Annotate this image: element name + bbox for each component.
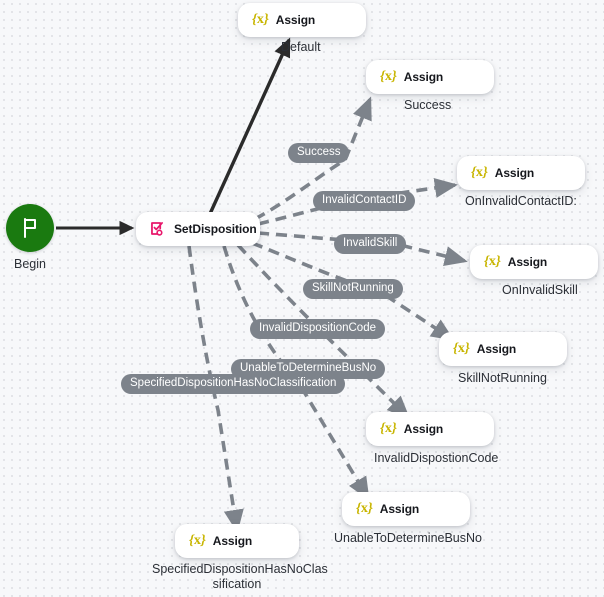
- edge-label-specifieddispositionhasnoclassification[interactable]: SpecifiedDispositionHasNoClassification: [121, 374, 346, 394]
- flag-icon: [24, 218, 36, 238]
- variable-assign-icon: {x}: [252, 12, 269, 27]
- edge-label-invalidskill[interactable]: InvalidSkill: [334, 234, 407, 254]
- node-assign-skillnotrunning-label: Assign: [476, 342, 517, 356]
- edge-label-skillnotrunning[interactable]: SkillNotRunning: [303, 279, 403, 299]
- node-assign-skillnotrunning[interactable]: {x} Assign: [439, 332, 567, 366]
- caption-invalidskill: OnInvalidSkill: [502, 283, 578, 297]
- variable-assign-icon: {x}: [189, 533, 206, 548]
- node-assign-default-label: Assign: [275, 13, 316, 27]
- variable-assign-icon: {x}: [380, 421, 397, 436]
- node-assign-invalidskill[interactable]: {x} Assign: [470, 245, 598, 279]
- edge-label-invaliddispositioncode[interactable]: InvalidDispositionCode: [250, 319, 385, 339]
- edge-default: [207, 37, 291, 217]
- node-assign-invaliddispositioncode-label: Assign: [403, 422, 444, 436]
- edge-label-invalidcontactid[interactable]: InvalidContactID: [313, 191, 416, 211]
- variable-assign-icon: {x}: [484, 254, 501, 269]
- node-assign-default[interactable]: {x} Assign: [238, 3, 366, 37]
- node-assign-invalidcontactid-label: Assign: [494, 166, 535, 180]
- caption-specifieddispositionhasnoclassification: SpecifiedDispositionHasNoClas sification: [152, 562, 328, 591]
- caption-invalidcontactid: OnInvalidContactID:: [465, 194, 577, 208]
- variable-assign-icon: {x}: [356, 501, 373, 516]
- checklist-check-icon: [151, 222, 163, 236]
- node-assign-specifieddispositionhasnoclassification[interactable]: {x} Assign: [175, 524, 299, 558]
- caption-skillnotrunning: SkillNotRunning: [458, 371, 547, 385]
- node-assign-invalidcontactid[interactable]: {x} Assign: [457, 156, 585, 190]
- variable-assign-icon: {x}: [453, 341, 470, 356]
- node-assign-unabletodeterminebusno[interactable]: {x} Assign: [342, 492, 470, 526]
- node-setdisposition[interactable]: SetDisposition: [136, 212, 260, 246]
- node-assign-invalidskill-label: Assign: [507, 255, 548, 269]
- variable-assign-icon: {x}: [471, 165, 488, 180]
- node-assign-unabletodeterminebusno-label: Assign: [379, 502, 420, 516]
- caption-unabletodeterminebusno: UnableToDetermineBusNo: [334, 531, 482, 545]
- start-node-begin[interactable]: [6, 204, 54, 252]
- node-assign-invaliddispositioncode[interactable]: {x} Assign: [366, 412, 494, 446]
- caption-success: Success: [404, 98, 452, 112]
- caption-invaliddispositioncode: InvalidDispostionCode: [374, 451, 499, 465]
- node-assign-success[interactable]: {x} Assign: [366, 60, 494, 94]
- start-node-caption: Begin: [14, 257, 46, 271]
- node-assign-success-label: Assign: [403, 70, 444, 84]
- variable-assign-icon: {x}: [380, 69, 397, 84]
- edge-label-default: Default: [281, 40, 321, 54]
- node-assign-specifieddispositionhasnoclassification-label: Assign: [212, 534, 253, 548]
- edge-label-success[interactable]: Success: [288, 143, 350, 163]
- node-setdisposition-label: SetDisposition: [174, 222, 257, 236]
